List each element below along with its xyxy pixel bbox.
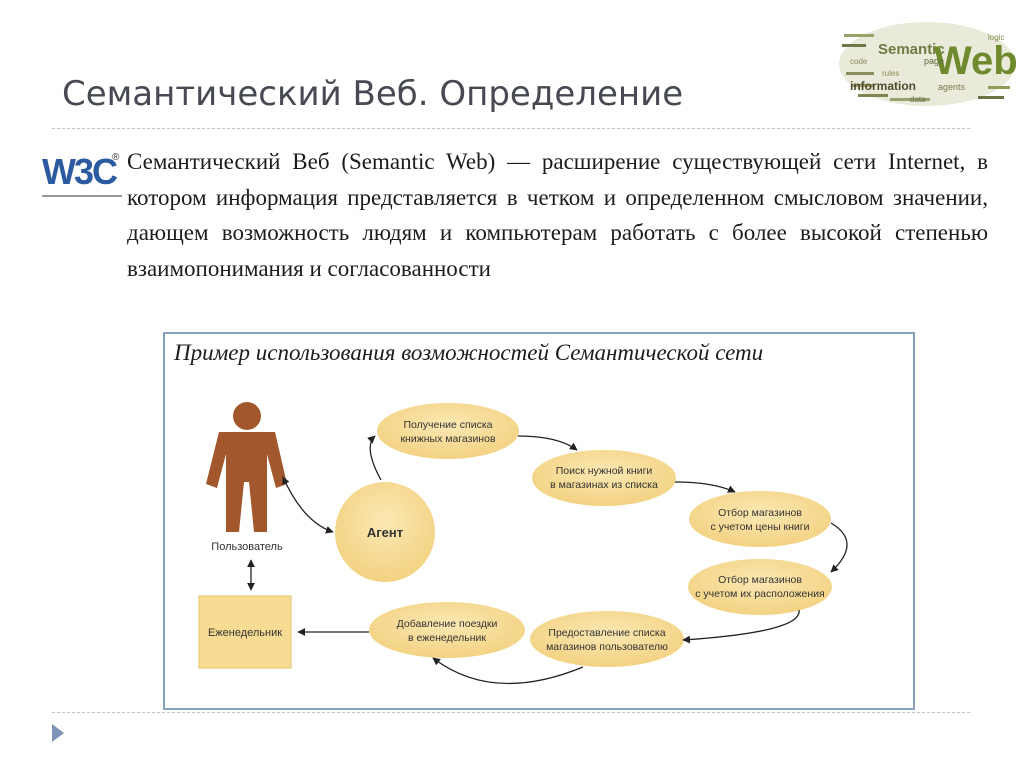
w3c-registered-mark: ® [112, 152, 120, 163]
step-label: магазинов пользователю [546, 641, 668, 653]
arrow-step3-step4 [830, 522, 848, 573]
agent-node [335, 482, 435, 582]
arrow-step2-step3 [674, 481, 736, 493]
w3c-logo-text: W3C [42, 151, 118, 192]
arrow-user-agent [282, 476, 334, 534]
step-node: Добавление поездки в еженедельник [369, 602, 525, 658]
arrow-step1-step2 [517, 435, 578, 451]
user-label: Пользователь [211, 541, 283, 553]
agent-label: Агент [367, 525, 403, 540]
next-slide-arrow-icon[interactable] [50, 722, 66, 744]
diagram-caption: Пример использования возможностей Семант… [174, 340, 764, 365]
semantic-web-word-cloud: Semantic Web information agents page cod… [839, 22, 1016, 106]
step-label: в магазинах из списка [550, 479, 658, 491]
agent-workflow-diagram: Пользователь Агент Еженедельник Получени… [198, 402, 848, 685]
cloud-word-web: Web [934, 39, 1016, 83]
calendar-label: Еженедельник [208, 627, 282, 639]
calendar-node [198, 595, 292, 669]
cloud-word-code: code [850, 57, 868, 66]
arrow-step5-step6 [432, 657, 584, 685]
step-label: в еженедельник [408, 632, 486, 644]
cloud-word-logic: logic [988, 33, 1004, 42]
step-label: с учетом цены книги [711, 521, 810, 533]
step-node: Отбор магазинов с учетом цены книги [689, 491, 831, 547]
step-label: Получение списка [404, 419, 493, 431]
step-node: Поиск нужной книги в магазинах из списка [532, 450, 676, 506]
cloud-word-agents: agents [938, 82, 966, 92]
arrow-agent-step1 [367, 435, 382, 481]
step-node: Предоставление списка магазинов пользова… [530, 611, 684, 667]
step-node: Получение списка книжных магазинов [377, 403, 519, 459]
step-label: Добавление поездки [397, 618, 498, 630]
step-label: Предоставление списка [548, 627, 665, 639]
step-label: с учетом их расположения [695, 588, 824, 600]
title-divider [52, 128, 970, 129]
definition-text: Семантический Веб (Semantic Web) — расши… [127, 149, 988, 282]
step-label: Поиск нужной книги [556, 465, 653, 477]
user-figure-icon [206, 402, 287, 532]
cloud-word-semantic: Semantic [878, 41, 945, 58]
slide-title: Семантический Веб. Определение [62, 74, 684, 114]
cloud-word-page: page [924, 56, 944, 66]
step-label: Отбор магазинов [718, 574, 802, 586]
step-node: Отбор магазинов с учетом их расположения [688, 559, 832, 615]
w3c-logo: W3C ® [42, 151, 122, 197]
cloud-word-data: data [910, 95, 926, 104]
footer-divider [52, 712, 970, 713]
step-label: книжных магазинов [400, 433, 495, 445]
arrow-step4-step5 [682, 609, 800, 644]
cloud-word-information: information [850, 79, 916, 93]
step-label: Отбор магазинов [718, 507, 802, 519]
cloud-word-rules: rules [882, 69, 899, 78]
